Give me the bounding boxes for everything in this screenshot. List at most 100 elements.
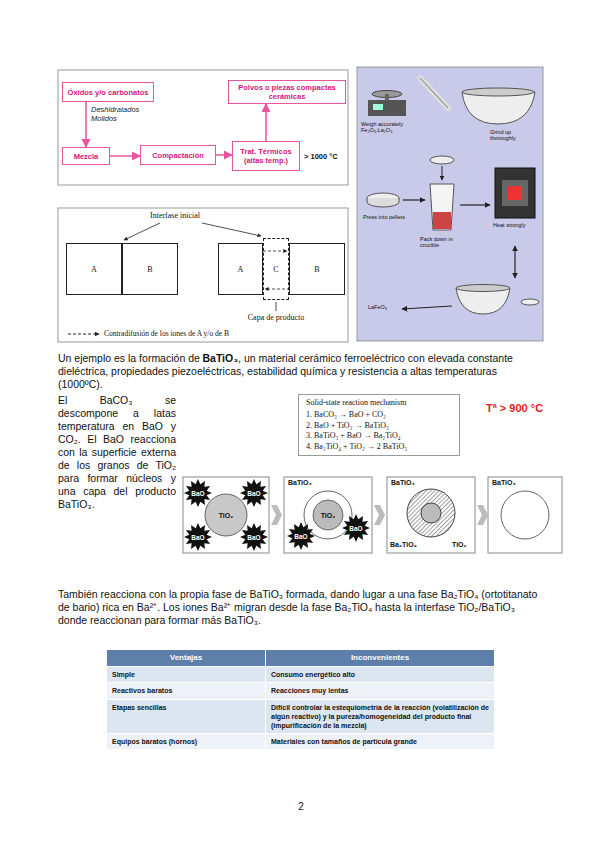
interface-diagram: [58, 208, 348, 342]
step-caption: Press into pellets: [363, 214, 407, 220]
table: VentajasInconvenientesSimpleConsumo ener…: [107, 650, 493, 749]
node-text: Mezcla: [66, 152, 106, 161]
lab-procedure-panel-part: [462, 88, 534, 96]
phase-block: B: [122, 243, 178, 295]
table-cell: Etapas sencillas: [107, 700, 265, 733]
interface-diagram-part: [202, 223, 261, 236]
reaction-line: 3. BaTiO₃ + BaO → Ba₂TiO₄: [306, 431, 452, 441]
lab-procedure-panel-part: [368, 100, 406, 116]
mechanism-panels-part: [387, 477, 475, 553]
node-text: BaO: [247, 534, 260, 541]
phase-block: B: [289, 243, 345, 295]
table-header: Ventajas: [107, 650, 265, 666]
table-cell: Difícil controlar la estequiometría de l…: [266, 700, 494, 733]
paragraph-text: Un ejemplo es la formación de: [58, 352, 200, 364]
bao-particle: BaO: [342, 514, 370, 542]
star-outline: [184, 523, 212, 551]
phase-label: BaTiO₃: [391, 479, 425, 486]
grain-outline: [205, 494, 247, 536]
lab-procedure-panel-part: [402, 306, 452, 309]
lab-procedure-panel-part: [495, 168, 535, 218]
paragraph: El BaCO₃ se descompone a latas temperatu…: [58, 394, 176, 511]
node-text: Trat. Térmicos (altas temp.): [236, 147, 296, 165]
process-box: Trat. Térmicos (altas temp.): [232, 141, 300, 171]
star-outline: [184, 479, 212, 507]
node-text: A: [238, 265, 244, 274]
reaction-box: Solid-state reaction mechanism 1. BaCO₃ →…: [298, 394, 460, 456]
node-text: Polvos o piezas compactas cerámicas: [232, 83, 342, 101]
node-text: BaO: [247, 490, 260, 497]
process-box: Mezcla: [62, 147, 110, 165]
lab-procedure-panel-part: [508, 186, 522, 200]
reaction-line: 2. BaO + TiO₂ → BaTiO₃: [306, 421, 452, 431]
grain-circle: TiO₂: [312, 499, 344, 531]
lab-procedure-panel-part: [367, 198, 399, 207]
lab-procedure-panel-part: [460, 204, 490, 205]
phase-label: BaTiO₃: [492, 479, 526, 486]
node-text: A: [91, 265, 97, 274]
phase-label: Ba₂TiO₄: [390, 541, 424, 548]
flow-arrow: [216, 154, 232, 156]
table-header: Inconvenientes: [266, 650, 494, 666]
star-outline: [240, 479, 268, 507]
lab-procedure-panel-part: [420, 78, 448, 108]
callout-label: Capa de producto: [240, 313, 312, 323]
temperature-note: > 1000 °C: [304, 152, 348, 161]
lab-procedure-panel-part: [420, 78, 448, 108]
product-label: LaFeO₃: [368, 304, 400, 310]
node-text: BaO: [191, 534, 204, 541]
flow-arrow: [265, 104, 267, 141]
interface-diagram-part: [124, 223, 160, 240]
lab-procedure-panel-part: [385, 94, 389, 100]
grain-outline: [313, 500, 343, 530]
mechanism-panels-part: [304, 491, 352, 539]
callout-label: Interfase inicial: [150, 211, 220, 221]
bao-particle: BaO: [240, 479, 268, 507]
mechanism-panels-part: [183, 477, 269, 553]
star-outline: [240, 523, 268, 551]
lab-procedure-panel: [357, 67, 543, 341]
temperature-note: Tª > 900 °C: [486, 402, 546, 414]
bao-particle: BaO: [287, 522, 315, 550]
flow-arrow: [110, 155, 140, 157]
table-cell: Consumo energético alto: [266, 667, 494, 682]
flowchart-frame: [58, 70, 348, 185]
bao-particle: BaO: [240, 523, 268, 551]
node-text: TiO₂: [219, 512, 234, 519]
node-text: BaO: [191, 490, 204, 497]
node-text: C: [273, 265, 278, 274]
table-cell: Equipos baratos (hornos): [107, 734, 265, 749]
lab-procedure-panel-part: [433, 212, 451, 229]
phase-label: BaTiO₃: [288, 479, 322, 486]
page-number: 2: [294, 801, 308, 812]
bao-particle: BaO: [184, 479, 212, 507]
lab-procedure-panel-part: [357, 67, 543, 341]
mechanism-panels-part: [374, 505, 385, 525]
lab-procedure-panel-part: [462, 92, 535, 124]
reaction-line: Solid-state reaction mechanism: [306, 398, 452, 408]
lab-procedure-panel-part: [430, 156, 454, 164]
mechanism-panels-part: [284, 477, 372, 553]
reaction-line: 4. Ba₂TiO₄ + TiO₂ → 2 BaTiO₃: [306, 442, 452, 452]
product-layer: C: [263, 238, 289, 300]
lab-procedure-panel-part: [456, 285, 510, 292]
mechanism-panels-part: [407, 489, 455, 537]
mechanism-panels-part: [271, 505, 282, 525]
node-text: BaO: [349, 525, 362, 532]
lab-procedure-panel-part: [373, 104, 383, 110]
step-caption: Grind up thoroughly: [490, 129, 538, 142]
table-cell: Materiales con tamaños de partícula gran…: [266, 734, 494, 749]
grain-circle: TiO₂: [204, 493, 248, 537]
reaction-line: 1. BaCO₃ → BaO + CO₂: [306, 410, 452, 420]
mechanism-panels-part: [488, 477, 562, 553]
flow-arrow: [85, 102, 87, 147]
node-text: B: [147, 265, 152, 274]
step-caption: Pack down in crucible: [420, 236, 468, 249]
paragraph-bold: BaTiO₃: [202, 352, 238, 364]
lab-procedure-panel-part: [521, 299, 539, 305]
lab-procedure-panel-part: [430, 184, 454, 230]
process-box: Compactación: [140, 145, 216, 165]
star-outline: [287, 522, 315, 550]
mechanism-panels-part: [501, 491, 549, 539]
